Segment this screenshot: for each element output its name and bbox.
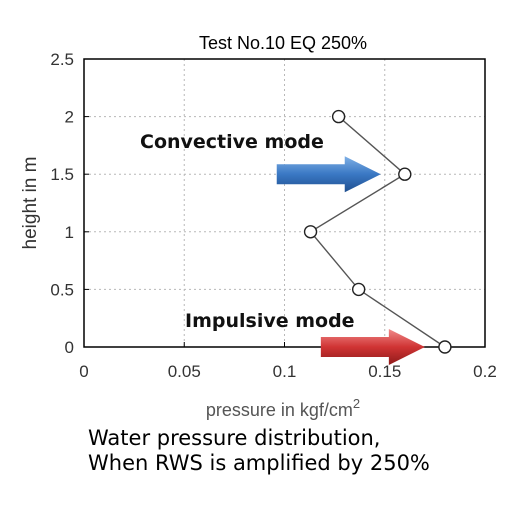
x-axis-label-superscript: 2 — [353, 396, 360, 411]
data-point — [331, 109, 346, 124]
grid — [84, 59, 485, 347]
data-point — [351, 282, 366, 297]
x-axis-label-text: pressure in kgf/cm — [206, 400, 353, 420]
y-axis-ticks: 0 0.5 1 1.5 2 2.5 — [50, 50, 89, 357]
caption-line-1: Water pressure distribution, — [88, 426, 381, 450]
x-tick-label: 0 — [79, 362, 88, 381]
y-axis-label: height in m — [20, 157, 41, 250]
data-point — [438, 340, 452, 354]
y-tick-label: 0.5 — [50, 280, 74, 299]
x-tick-label: 0.1 — [273, 362, 297, 381]
y-tick-label: 1 — [65, 223, 74, 242]
plot-frame — [83, 58, 486, 348]
y-tick-label: 0 — [65, 338, 74, 357]
series-0 — [303, 109, 452, 354]
y-tick-label: 2.5 — [50, 50, 74, 69]
x-axis-label: pressure in kgf/cm2 — [206, 396, 360, 420]
impulsive-mode-arrow — [320, 329, 425, 365]
y-tick-label: 2 — [65, 108, 74, 127]
data-point — [303, 225, 318, 239]
convective-mode-arrow — [276, 156, 381, 193]
annotation-impulsive-mode: Impulsive mode — [185, 310, 355, 332]
annotation-arrows — [276, 156, 425, 365]
caption-line-2: When RWS is amplified by 250% — [88, 451, 430, 475]
annotation-convective-mode: Convective mode — [140, 131, 324, 153]
x-tick-label: 0.15 — [368, 362, 401, 381]
chart-title: Test No.10 EQ 250% — [199, 33, 367, 53]
data-point — [398, 167, 412, 181]
x-tick-label: 0.05 — [168, 362, 201, 381]
figure-caption: Water pressure distribution, When RWS is… — [88, 426, 430, 476]
y-tick-label: 1.5 — [50, 165, 74, 184]
x-tick-label: 0.2 — [473, 362, 497, 381]
x-axis-ticks: 0 0.05 0.1 0.15 0.2 — [79, 342, 497, 381]
